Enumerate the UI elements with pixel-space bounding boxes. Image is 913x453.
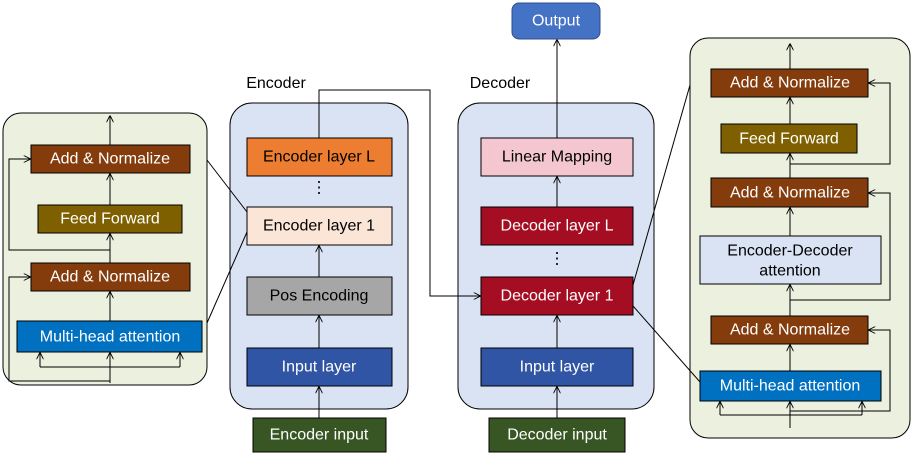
pos-encoding-box	[246, 276, 393, 316]
enc-add-norm-bottom-label: Add & Normalize	[50, 269, 170, 286]
enc-multihead-attention-label: Multi-head attention	[40, 329, 181, 346]
encoder-layer-1	[246, 206, 393, 246]
dec-multihead-attention-label: Multi-head attention	[720, 378, 861, 395]
dec-residual-2	[790, 193, 891, 301]
dec-residual-3	[790, 83, 891, 165]
output-label: Output	[532, 13, 581, 30]
encoder-input-layer-label: Input layer	[282, 359, 357, 376]
pos-encoding-label: Pos Encoding	[270, 288, 369, 305]
decoder-layer-1-label: Decoder layer 1	[501, 288, 614, 305]
decoder-panel	[457, 102, 655, 410]
enc-add-norm-top	[30, 144, 191, 174]
enc-add-norm-top-label: Add & Normalize	[50, 151, 170, 168]
dec-add-norm-bottom-label: Add & Normalize	[730, 322, 850, 339]
decoder-layer-l-label: Decoder layer L	[501, 218, 614, 235]
enc-multihead-attention	[16, 320, 203, 353]
arrow-encoder-to-decoder	[318, 89, 480, 296]
zoom-line-encoder-bottom	[206, 231, 248, 324]
encoder-input-layer	[246, 347, 393, 387]
linear-mapping-box	[480, 137, 634, 177]
dec-cross-attention	[699, 235, 882, 285]
encoder-detail-panel	[2, 112, 208, 386]
decoder-ellipsis: ⋮	[549, 251, 565, 268]
dec-multihead-attention	[699, 370, 882, 402]
enc-feed-forward-label: Feed Forward	[60, 211, 160, 228]
decoder-layer-1	[480, 276, 634, 316]
encoder-title: Encoder	[246, 75, 306, 92]
decoder-input-box	[488, 417, 626, 453]
dec-feed-forward-label: Feed Forward	[739, 131, 839, 148]
enc-feed-forward	[37, 204, 183, 234]
enc-residual-1	[8, 277, 110, 382]
output-box	[511, 2, 601, 40]
dec-add-norm-top	[710, 68, 869, 98]
connectors	[8, 40, 891, 428]
dec-cross-attention-line1: Encoder-Decoder	[727, 243, 853, 260]
linear-mapping-label: Linear Mapping	[502, 149, 612, 166]
encoder-layer-1-label: Encoder layer 1	[263, 218, 375, 235]
dec-cross-attention-line2: attention	[759, 263, 820, 280]
zoom-line-decoder-top	[632, 84, 691, 286]
enc-add-norm-bottom	[30, 262, 191, 292]
dec-residual-1	[790, 330, 891, 412]
zoom-line-decoder-bottom	[632, 305, 701, 383]
dec-add-norm-middle	[710, 177, 869, 208]
zoom-line-encoder-top	[206, 159, 248, 213]
decoder-title: Decoder	[470, 75, 531, 92]
dec-feed-forward	[720, 123, 858, 154]
decoder-input-layer-label: Input layer	[520, 359, 595, 376]
enc-residual-2	[8, 159, 110, 251]
encoder-ellipsis: ⋮	[311, 180, 327, 197]
decoder-input-label: Decoder input	[507, 427, 607, 444]
dec-add-norm-bottom	[710, 315, 869, 345]
dec-add-norm-middle-label: Add & Normalize	[730, 185, 850, 202]
encoder-layer-l	[246, 137, 393, 177]
encoder-input-box	[252, 417, 387, 453]
decoder-input-layer	[480, 347, 634, 387]
dec-add-norm-top-label: Add & Normalize	[730, 75, 850, 92]
encoder-layer-l-label: Encoder layer L	[263, 149, 375, 166]
encoder-input-label: Encoder input	[270, 427, 369, 444]
